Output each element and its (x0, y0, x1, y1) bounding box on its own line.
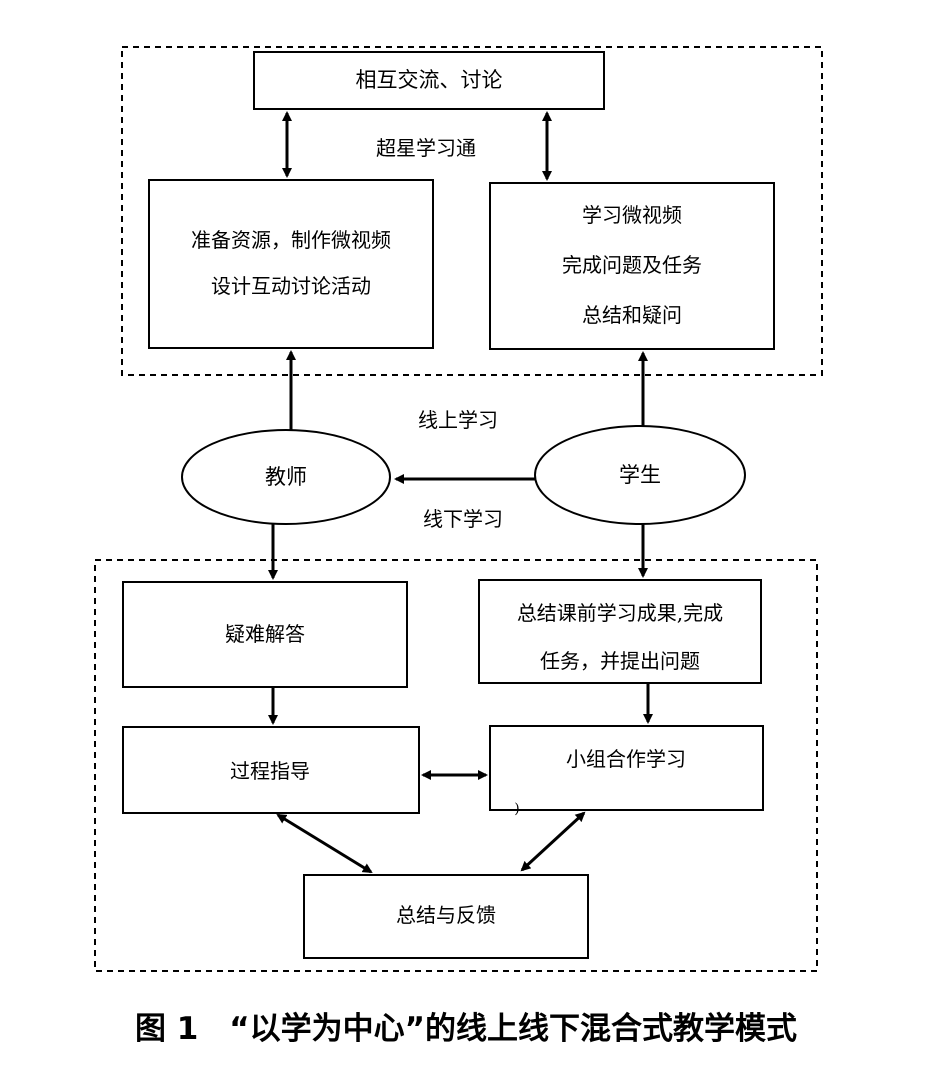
student-study-box (489, 182, 775, 350)
teacher-ellipse (181, 429, 391, 525)
platform-label: 超星学习通 (376, 136, 476, 160)
offline-label: 线下学习 (423, 507, 503, 531)
offline-region-boundary (94, 559, 818, 972)
feedback-label: 总结与反馈 (396, 903, 496, 927)
student-study-line-2: 完成问题及任务 (562, 253, 702, 277)
teacher-prep-line-1: 准备资源，制作微视频 (191, 228, 391, 252)
student-ellipse (534, 425, 746, 525)
figure-caption: 图 1 “以学为中心”的线上线下混合式教学模式 (135, 1011, 797, 1047)
teacher-prep-box (148, 179, 434, 349)
student-summary-line-2: 任务，并提出问题 (540, 649, 700, 673)
group-box (489, 725, 764, 811)
guidance-box (122, 726, 420, 814)
exchange-label: 相互交流、讨论 (356, 68, 503, 92)
qa-box (122, 581, 408, 688)
student-study-line-1: 学习微视频 (582, 203, 682, 227)
exchange-box (253, 51, 605, 110)
group-label: 小组合作学习 (566, 747, 686, 771)
teacher-label: 教师 (265, 465, 307, 489)
feedback-box (303, 874, 589, 959)
arrow-guidance-feedback (276, 813, 373, 874)
student-label: 学生 (619, 463, 661, 487)
teacher-prep-line-2: 设计互动讨论活动 (211, 274, 371, 298)
qa-label: 疑难解答 (225, 622, 305, 646)
stray-mark: ) (514, 801, 519, 817)
student-summary-line-1: 总结课前学习成果,完成 (517, 601, 723, 625)
arrow-group-feedback (520, 811, 586, 872)
student-study-line-3: 总结和疑问 (582, 303, 682, 327)
student-summary-box (478, 579, 762, 684)
online-region-boundary (121, 46, 823, 376)
guidance-label: 过程指导 (230, 759, 310, 783)
online-label: 线上学习 (418, 408, 498, 432)
